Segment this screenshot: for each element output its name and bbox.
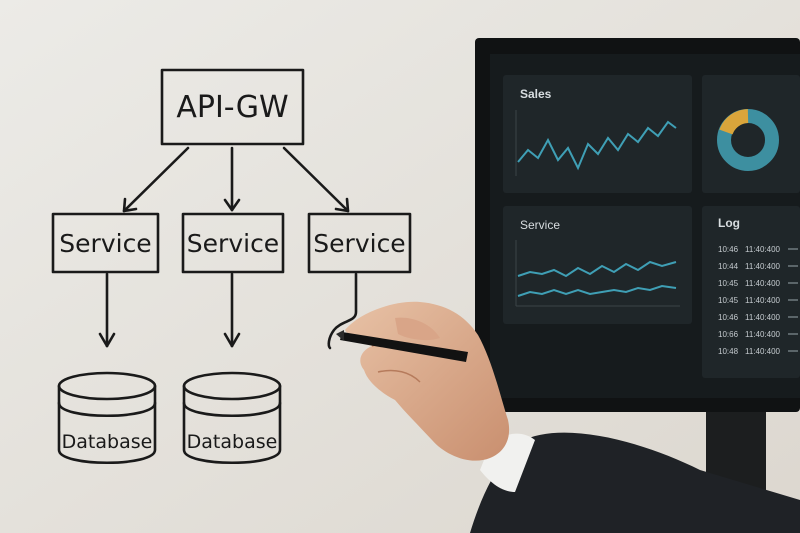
presenter-arm	[336, 301, 800, 533]
log-row-stamp: 11:40:400	[745, 262, 781, 271]
log-row: 10:48 11:40:400	[718, 347, 798, 356]
arrowhead-service-3	[334, 197, 350, 213]
arrowhead-service-1	[122, 197, 138, 213]
log-row-marker	[788, 265, 798, 267]
log-row-time: 10:45	[718, 296, 739, 305]
database-label-2: Database	[187, 431, 278, 453]
jacket-sleeve	[470, 432, 800, 533]
sales-panel	[503, 75, 692, 193]
service-label-2: Service	[187, 229, 279, 258]
log-row-time: 10:46	[718, 245, 739, 254]
log-row: 10:45 11:40:400	[718, 279, 798, 288]
log-row: 10:45 11:40:400	[718, 296, 798, 305]
database-cylinder-2	[182, 371, 282, 465]
presenter-thumb	[395, 317, 440, 341]
log-row: 10:46 11:40:400	[718, 245, 798, 254]
log-row-stamp: 11:40:400	[745, 330, 781, 339]
log-row-time: 10:46	[718, 313, 739, 322]
log-row-marker	[788, 333, 798, 335]
api-gateway-box	[160, 68, 305, 146]
log-row-time: 10:44	[718, 262, 739, 271]
database-cylinder-1	[57, 371, 157, 465]
log-row-marker	[788, 282, 798, 284]
database-label-1: Database	[62, 431, 153, 453]
arrowhead-database-1	[98, 332, 116, 348]
service-series-lower	[517, 284, 677, 297]
service-label-3: Service	[313, 229, 405, 258]
service-box-3	[307, 212, 412, 274]
marker-pen	[340, 332, 468, 362]
architecture-diagram	[51, 68, 412, 465]
service-series-upper	[517, 260, 677, 278]
log-row-time: 10:45	[718, 279, 739, 288]
donut-highlight-segment	[719, 109, 749, 135]
log-row-stamp: 11:40:400	[745, 296, 781, 305]
marker-tip	[336, 330, 344, 341]
service-panel-title: Service	[520, 218, 560, 232]
log-row: 10:66 11:40:400	[718, 330, 798, 339]
service-panel	[503, 206, 692, 324]
log-panel-title: Log	[718, 216, 740, 230]
arrowhead-service-2	[223, 198, 241, 212]
service-box-1	[51, 212, 160, 274]
arrow-gateway-service-3	[282, 146, 350, 213]
log-row-marker	[788, 316, 798, 318]
log-row: 10:46 11:40:400	[718, 313, 798, 322]
log-row-stamp: 11:40:400	[745, 279, 781, 288]
log-row-stamp: 11:40:400	[745, 313, 781, 322]
knuckle-crease	[377, 369, 421, 383]
sales-panel-title: Sales	[520, 87, 552, 101]
arrowhead-database-2	[223, 332, 241, 348]
log-row-marker	[788, 299, 798, 301]
log-row-time: 10:66	[718, 330, 739, 339]
service-box-2	[181, 212, 285, 274]
sales-trend-line	[517, 120, 677, 171]
log-row-time: 10:48	[718, 347, 739, 356]
log-row-marker	[788, 248, 798, 250]
service-label-1: Service	[59, 229, 151, 258]
log-row: 10:44 11:40:400	[718, 262, 798, 271]
in-progress-stroke	[327, 272, 358, 350]
log-rows: 10:46 11:40:400 10:44 11:40:400 10:45 11:40:4…	[718, 245, 798, 356]
wall-monitor: Sales Service Log 10:46 11:40:400 10:44 11:…	[475, 38, 800, 533]
arrow-gateway-service-1	[122, 146, 190, 213]
donut-panel	[702, 75, 800, 193]
log-row-stamp: 11:40:400	[745, 245, 781, 254]
api-gateway-label: API-GW	[176, 90, 288, 125]
log-row-stamp: 11:40:400	[745, 347, 781, 356]
log-row-marker	[788, 350, 798, 352]
log-panel	[702, 206, 800, 378]
